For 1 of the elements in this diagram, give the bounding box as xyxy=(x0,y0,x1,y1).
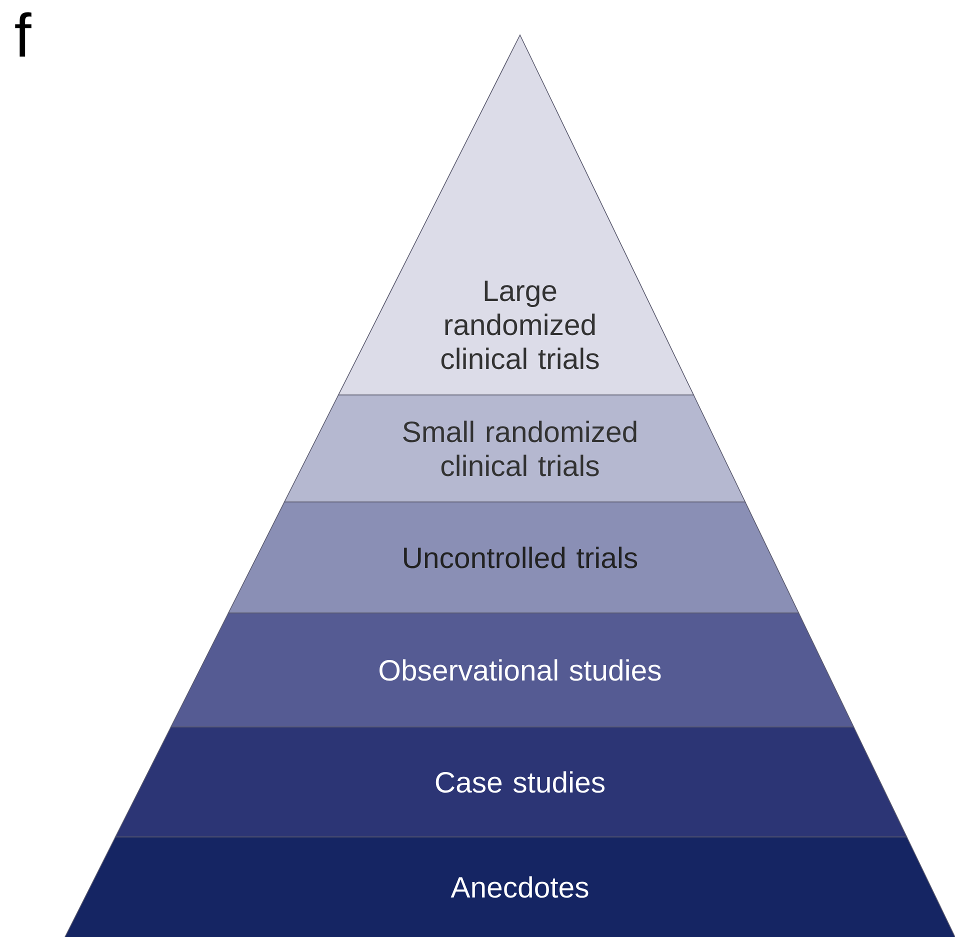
slide-letter: f xyxy=(15,12,32,57)
